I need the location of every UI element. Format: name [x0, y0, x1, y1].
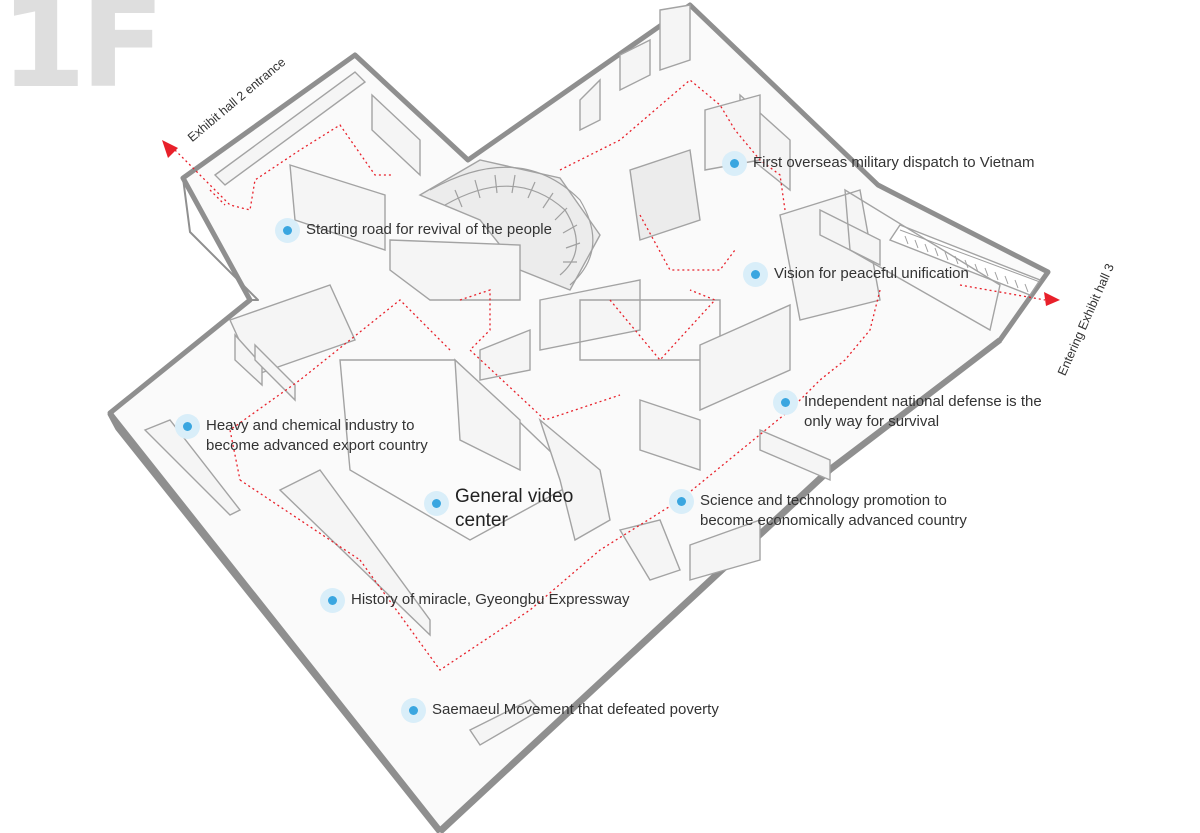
- exhibit-label: Vision for peaceful unification: [774, 265, 969, 282]
- location-dot-icon: [424, 491, 449, 516]
- exhibit-label: Saemaeul Movement that defeated poverty: [432, 701, 719, 718]
- interior-walls: [143, 4, 1042, 746]
- exhibit-unification[interactable]: Vision for peaceful unification: [743, 262, 969, 287]
- exhibit-label: First overseas military dispatch to Viet…: [753, 154, 1035, 171]
- exhibit-science[interactable]: Science and technology promotion to beco…: [669, 489, 990, 531]
- exhibit-label: Starting road for revival of the people: [306, 221, 552, 238]
- exhibit-label: Science and technology promotion to beco…: [700, 492, 967, 529]
- location-dot-icon: [275, 218, 300, 243]
- visitor-route: [174, 79, 1046, 671]
- exhibit-label: General video center: [455, 486, 574, 531]
- exhibit-label: Independent national defense is the only…: [804, 393, 1042, 430]
- location-dot-icon: [669, 489, 694, 514]
- location-dot-icon: [175, 414, 200, 439]
- location-dot-icon: [773, 390, 798, 415]
- exhibit-vietnam[interactable]: First overseas military dispatch to Viet…: [722, 151, 1035, 176]
- exit-arrow-icon: [1044, 292, 1060, 306]
- location-dot-icon: [743, 262, 768, 287]
- direction-arrows: [162, 140, 1060, 306]
- exhibit-revival[interactable]: Starting road for revival of the people: [275, 218, 552, 243]
- exhibit-saemaeul[interactable]: Saemaeul Movement that defeated poverty: [401, 698, 719, 723]
- spiral-stair: [429, 166, 594, 286]
- floor-label: 1F: [0, 0, 165, 116]
- exhibit-label: Heavy and chemical industry to become ad…: [206, 417, 428, 454]
- exhibit-defense[interactable]: Independent national defense is the only…: [773, 390, 1054, 432]
- location-dot-icon: [320, 588, 345, 613]
- exhibit-chemical[interactable]: Heavy and chemical industry to become ad…: [175, 414, 446, 456]
- exhibit-gyeongbu[interactable]: History of miracle, Gyeongbu Expressway: [320, 588, 629, 613]
- exhibit-label: History of miracle, Gyeongbu Expressway: [351, 591, 630, 608]
- exit-stairs: [899, 229, 1041, 293]
- location-dot-icon: [401, 698, 426, 723]
- location-dot-icon: [722, 151, 747, 176]
- exhibit-video-center[interactable]: General video center: [424, 486, 590, 533]
- entrance-arrow-icon: [162, 140, 178, 158]
